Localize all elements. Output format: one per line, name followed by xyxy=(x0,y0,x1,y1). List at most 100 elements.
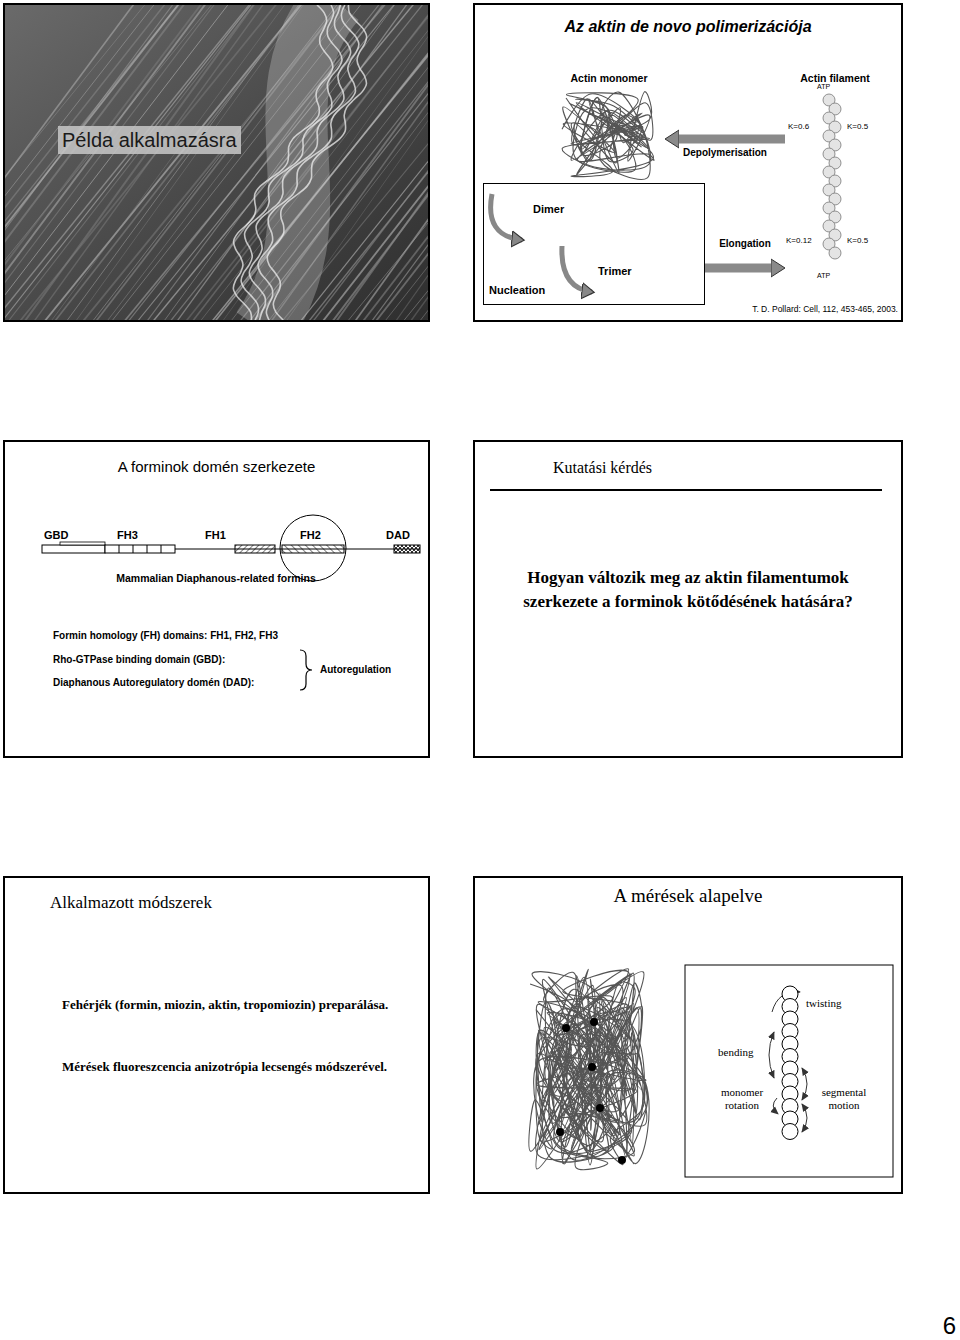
domain-name: GBD xyxy=(44,529,78,542)
atp-label: ATP xyxy=(817,272,837,280)
stage-label: Trimer xyxy=(598,265,658,278)
monomer-circle xyxy=(782,1124,798,1140)
stress-fiber xyxy=(5,5,265,320)
gbd-domain xyxy=(42,545,105,553)
dad-domain xyxy=(394,545,420,553)
stress-fiber xyxy=(208,5,428,320)
rate-constant: K=0.5 xyxy=(847,122,879,132)
page-number: 6 xyxy=(932,1312,956,1340)
protein-ribbon xyxy=(233,5,332,320)
panel-label: Actin filament xyxy=(785,72,885,85)
stress-fiber xyxy=(5,5,223,320)
protein-ribbon xyxy=(267,5,366,320)
definition-text: Diaphanous Autoregulatory domén (DAD): xyxy=(53,677,298,689)
generated-illustrations xyxy=(529,92,841,1170)
block-arrow xyxy=(679,135,785,144)
stress-fiber xyxy=(396,5,428,320)
brace xyxy=(300,650,312,690)
photo-slide: Példa alkalmazásra xyxy=(3,3,430,322)
protein-ribbon xyxy=(562,92,654,180)
fh1-domain xyxy=(235,545,275,553)
motion-label: segmental motion xyxy=(812,1086,876,1112)
stress-fiber xyxy=(390,5,428,320)
rotation-arrow xyxy=(773,1098,778,1114)
protein-ribbon xyxy=(249,5,350,320)
segment-arrow xyxy=(802,1068,807,1100)
stress-fibers xyxy=(5,5,428,320)
definition-text: Formin homology (FH) domains: FH1, FH2, … xyxy=(53,630,383,642)
highlight-circle xyxy=(280,515,346,581)
stress-fiber xyxy=(140,5,393,320)
block-arrow xyxy=(705,264,771,273)
stress-fiber xyxy=(186,5,428,320)
slide-title: A forminok domén szerkezete xyxy=(10,458,423,476)
stage-label: Dimer xyxy=(533,203,593,216)
motion-box xyxy=(685,965,893,1177)
nucleation-box: DimerTrimerNucleation xyxy=(483,183,705,305)
probe-dot xyxy=(556,1128,564,1136)
segment-arrow xyxy=(802,1104,807,1132)
stress-fiber xyxy=(224,5,428,320)
stress-fiber xyxy=(76,5,353,320)
gbd-domain xyxy=(60,542,105,545)
curved-arrow xyxy=(562,246,592,292)
protein-ribbon xyxy=(566,97,649,173)
stress-fiber xyxy=(5,5,184,320)
rate-constant: K=0.12 xyxy=(786,236,818,246)
stress-fiber xyxy=(5,5,212,320)
slide-title: Alkalmazott módszerek xyxy=(50,893,370,913)
slide-panel: Kutatási kérdésHogyan változik meg az ak… xyxy=(473,440,903,758)
question-text: Hogyan változik meg az aktin filamentumo… xyxy=(490,566,886,614)
stress-fiber xyxy=(18,5,264,320)
stress-fiber xyxy=(365,5,428,320)
domain-name: FH2 xyxy=(300,529,330,542)
definition-text: Rho-GTPase binding domain (GBD): xyxy=(53,654,298,666)
rate-constant: K=0.6 xyxy=(788,122,818,132)
panel-label: Actin monomer xyxy=(553,72,665,85)
stress-fiber xyxy=(171,5,418,320)
probe-dot xyxy=(596,1104,604,1112)
domain-name: FH1 xyxy=(205,529,239,542)
protein-ribbon xyxy=(534,976,643,1165)
filament-bead xyxy=(829,247,841,259)
method-item: Fehérjék (formin, miozin, aktin, tropomi… xyxy=(62,996,392,1014)
stress-fiber xyxy=(146,5,425,320)
fh3-domain xyxy=(105,545,175,553)
protein-ribbon xyxy=(529,969,649,1170)
stress-fiber xyxy=(5,5,176,320)
probe-dot xyxy=(562,1024,570,1032)
monomer-panel: Actin monomer xyxy=(553,68,665,183)
curved-arrow xyxy=(491,194,522,240)
method-item: Mérések fluoreszcencia anizotrópia lecse… xyxy=(62,1058,392,1076)
motion-label: bending xyxy=(718,1046,768,1059)
bending-arrow xyxy=(769,1032,774,1078)
stress-fiber xyxy=(378,5,428,320)
slide-title: Kutatási kérdés xyxy=(553,458,853,477)
stress-fiber xyxy=(413,5,428,320)
probe-dot xyxy=(618,1156,626,1164)
stress-fiber xyxy=(369,5,428,320)
protein-ribbon xyxy=(258,5,359,320)
domain-name: FH3 xyxy=(117,529,151,542)
domain-name: DAD xyxy=(386,529,422,542)
filament-panel: Actin filament xyxy=(785,68,885,290)
stress-fiber xyxy=(420,5,428,320)
probe-dot xyxy=(588,1063,596,1071)
stage-label: Nucleation xyxy=(489,284,569,297)
stress-fiber xyxy=(86,5,349,320)
stress-fiber xyxy=(404,5,428,320)
arrow-label: Depolymerisation xyxy=(680,146,770,160)
citation: T. D. Pollard: Cell, 112, 453-465, 2003. xyxy=(680,304,898,314)
stress-fiber xyxy=(349,5,428,320)
slide-title: A mérések alapelve xyxy=(480,885,896,908)
probe-dot xyxy=(590,1018,598,1026)
protein-ribbon xyxy=(241,5,342,320)
stress-fiber xyxy=(262,5,428,320)
stress-fiber xyxy=(193,5,428,320)
caption-text: Mammalian Diaphanous-related formins xyxy=(30,572,402,585)
atp-label: ATP xyxy=(817,83,837,91)
slide-panel: A mérések alapelvetwistingbendingmonomer… xyxy=(473,876,903,1194)
slide-panel: A forminok domén szerkezeteGBDFH3FH1FH2D… xyxy=(3,440,430,758)
